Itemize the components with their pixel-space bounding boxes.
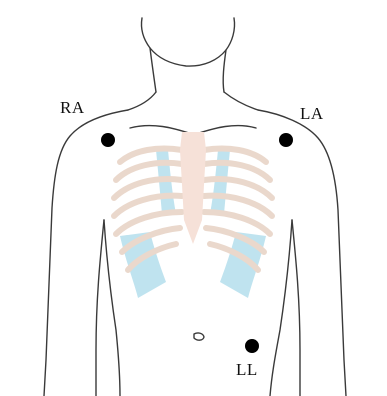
electrode-ra [101, 133, 115, 147]
electrode-label-ra: RA [60, 98, 85, 118]
electrode-label-la: LA [300, 104, 324, 124]
rib-cage [114, 132, 272, 298]
electrode-label-ll: LL [236, 360, 258, 380]
electrode-ll [245, 339, 259, 353]
electrode-la [279, 133, 293, 147]
